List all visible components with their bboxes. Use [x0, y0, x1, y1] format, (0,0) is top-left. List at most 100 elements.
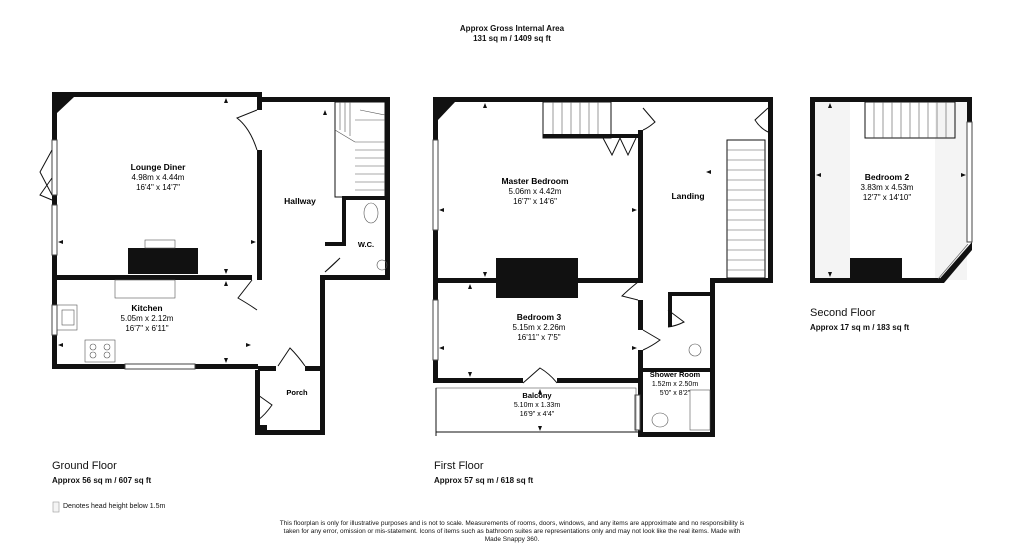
master-bedroom-imperial: 16'7" x 14'6" [513, 197, 557, 206]
window [634, 394, 641, 431]
second-floor-area: Approx 17 sq m / 183 sq ft [810, 323, 910, 332]
lounge-diner-name: Lounge Diner [131, 162, 186, 172]
door-swing [237, 279, 258, 311]
window [51, 139, 58, 196]
bay-wall [936, 242, 972, 283]
kitchen-metric: 5.05m x 2.12m [121, 314, 174, 323]
toilet-icon [363, 202, 379, 224]
bedroom-2-name: Bedroom 2 [865, 172, 910, 182]
lounge-diner-imperial: 16'4" x 14'7" [136, 183, 180, 192]
door-swing [324, 257, 341, 273]
window [51, 204, 58, 256]
wall [768, 102, 773, 283]
dimension-arrows [816, 103, 966, 277]
stair-treads [727, 149, 765, 271]
ground-floor-plan [39, 92, 390, 435]
wall [433, 97, 438, 383]
lounge-diner-metric: 4.98m x 4.44m [132, 173, 185, 182]
toilet-icon [651, 412, 669, 428]
stair-treads [552, 102, 599, 138]
balcony-door [522, 367, 558, 384]
hob-icon [84, 339, 116, 363]
worktop [114, 279, 176, 299]
wall [325, 242, 346, 246]
stair-treads [334, 102, 386, 191]
gross-area-header: Approx Gross Internal Area 131 sq m / 14… [0, 24, 1024, 44]
legend-label: Denotes head height below 1.5m [63, 503, 166, 510]
first-floor-area: Approx 57 sq m / 618 sq ft [434, 476, 534, 485]
wc-name: W.C. [358, 240, 374, 249]
second-floor-plan [810, 97, 973, 283]
bedroom-2-metric: 3.83m x 4.53m [861, 183, 914, 192]
master-bedroom-name: Master Bedroom [501, 176, 569, 186]
shower-room-metric: 1.52m x 2.50m [652, 381, 698, 388]
bedroom-3-metric: 5.15m x 2.26m [513, 323, 566, 332]
balcony-metric: 5.10m x 1.33m [514, 402, 560, 409]
wall [385, 97, 390, 277]
master-bedroom-metric: 5.06m x 4.42m [509, 187, 562, 196]
staircase [334, 101, 386, 198]
wall [810, 278, 940, 283]
wardrobe-doors [602, 136, 637, 157]
wall [638, 350, 643, 436]
wall [433, 378, 523, 383]
wall [557, 378, 643, 383]
window [432, 299, 439, 361]
window [51, 304, 58, 336]
hearth [144, 239, 176, 249]
basin-icon [688, 343, 702, 357]
balcony-imperial: 16'9" x 4'4" [520, 411, 555, 418]
disclaimer-body: This floorplan is only for illustrative … [279, 520, 745, 543]
wall [967, 97, 972, 122]
wall [305, 366, 325, 371]
wall [255, 370, 260, 435]
wall [342, 196, 346, 246]
fireplace [128, 248, 198, 274]
window [966, 121, 973, 243]
wall [52, 92, 262, 97]
door-swing [236, 109, 258, 151]
wall [810, 97, 815, 283]
dimension-arrows [58, 98, 327, 363]
shower-room-name: Shower Room [650, 370, 701, 379]
shower-tray [689, 389, 711, 431]
disclaimer-text: This floorplan is only for illustrative … [0, 520, 1024, 544]
balcony-name: Balcony [522, 391, 552, 400]
door-swing [667, 309, 685, 328]
wall [638, 300, 643, 330]
ground-floor-area: Approx 56 sq m / 607 sq ft [52, 476, 152, 485]
stair-treads [873, 102, 947, 138]
wall [710, 278, 715, 434]
wall-corner [57, 97, 74, 113]
wall-corner [438, 102, 455, 120]
wall [255, 430, 325, 435]
kitchen-imperial: 16'7" x 6'11" [125, 324, 168, 333]
gross-area-value: 131 sq m / 1409 sq ft [473, 34, 551, 43]
chimney-breast [850, 258, 902, 280]
porch-door [277, 347, 306, 367]
kitchen-name: Kitchen [131, 303, 162, 313]
chimney-breast [496, 258, 578, 298]
door-swing [754, 107, 769, 133]
shower-room-imperial: 5'0" x 8'2" [660, 390, 691, 397]
wall [638, 130, 643, 282]
wall [638, 432, 715, 437]
wall [255, 425, 267, 435]
door-swing [642, 329, 661, 351]
porch-name: Porch [286, 388, 308, 397]
dimension-arrows [439, 103, 711, 431]
window [124, 363, 196, 370]
wall [668, 292, 672, 327]
gross-area-title: Approx Gross Internal Area [459, 24, 565, 33]
wall [810, 97, 972, 102]
sink-basin [61, 309, 75, 326]
bedroom-2-imperial: 12'7" x 14'10" [863, 193, 911, 202]
first-floor-plan [432, 97, 773, 437]
second-floor-title: Second Floor [810, 307, 876, 319]
french-door [39, 177, 53, 201]
wall [342, 196, 388, 200]
first-floor-title: First Floor [434, 460, 484, 472]
wall [320, 275, 325, 435]
bedroom-3-name: Bedroom 3 [517, 312, 562, 322]
